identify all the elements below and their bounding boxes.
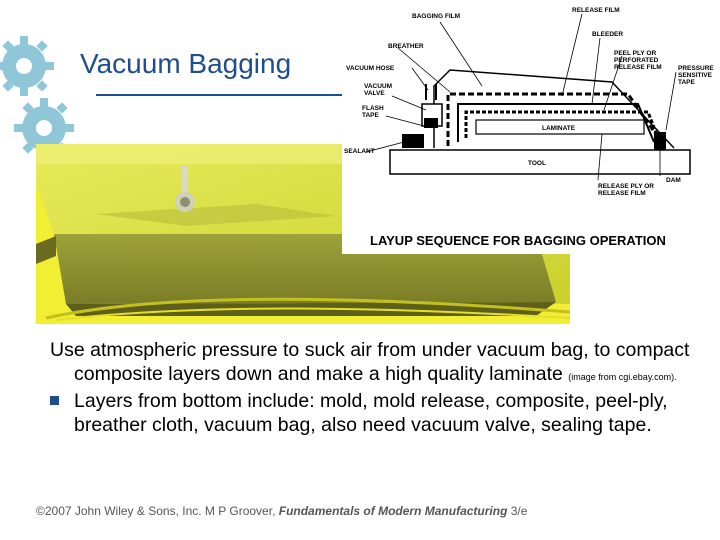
label-breather: BREATHER <box>388 43 424 50</box>
label-flash-tape-2: TAPE <box>362 112 380 119</box>
label-sealant: SEALANT <box>344 148 375 155</box>
label-release-film: RELEASE FILM <box>572 7 620 14</box>
slide-footer: ©2007 John Wiley & Sons, Inc. M P Groove… <box>36 504 527 518</box>
intro-paragraph: Use atmospheric pressure to suck air fro… <box>50 338 690 389</box>
title-underline <box>96 94 346 96</box>
intro-text: Use atmospheric pressure to suck air fro… <box>50 339 690 385</box>
label-release-ply-2: RELEASE FILM <box>598 190 646 197</box>
label-pressure-2: SENSITIVE <box>678 72 713 79</box>
footer-suffix: 3/e <box>507 504 528 518</box>
label-vacuum-valve: VACUUM <box>364 83 392 90</box>
footer-book-title: Fundamentals of Modern Manufacturing <box>278 504 508 518</box>
sealant-block <box>402 134 424 148</box>
label-laminate: LAMINATE <box>542 125 576 132</box>
label-vacuum-valve-2: VALVE <box>364 90 385 97</box>
label-pressure-3: TAPE <box>678 79 696 86</box>
label-peel-ply-2: PERFORATED <box>614 57 659 64</box>
layup-diagram: BAGGING FILM RELEASE FILM BREATHER BLEED… <box>342 0 720 254</box>
label-vacuum-hose: VACUUM HOSE <box>346 65 395 72</box>
label-dam: DAM <box>666 177 681 184</box>
slide-body: Use atmospheric pressure to suck air fro… <box>50 338 690 437</box>
label-pressure: PRESSURE <box>678 65 714 72</box>
label-peel-ply-3: RELEASE FILM <box>614 64 662 71</box>
gears-decoration <box>0 32 78 162</box>
tool-block <box>389 149 691 175</box>
label-peel-ply: PEEL PLY OR <box>614 50 656 57</box>
label-release-ply: RELEASE PLY OR <box>598 183 654 190</box>
label-flash-tape: FLASH <box>362 105 384 112</box>
image-source-note: (image from cgi.ebay.com). <box>568 372 677 382</box>
bullet-marker <box>50 396 59 405</box>
label-tool: TOOL <box>528 160 546 167</box>
slide-title: Vacuum Bagging <box>80 48 292 79</box>
footer-prefix: ©2007 John Wiley & Sons, Inc. M P Groove… <box>36 504 279 518</box>
label-bleeder: BLEEDER <box>592 31 623 38</box>
bullet-item: Layers from bottom include: mold, mold r… <box>50 389 690 437</box>
bullet-text: Layers from bottom include: mold, mold r… <box>74 390 668 436</box>
diagram-caption: LAYUP SEQUENCE FOR BAGGING OPERATION <box>370 233 666 248</box>
laminate-block <box>475 119 645 135</box>
gear-icon <box>0 36 74 158</box>
label-bagging-film: BAGGING FILM <box>412 13 460 20</box>
